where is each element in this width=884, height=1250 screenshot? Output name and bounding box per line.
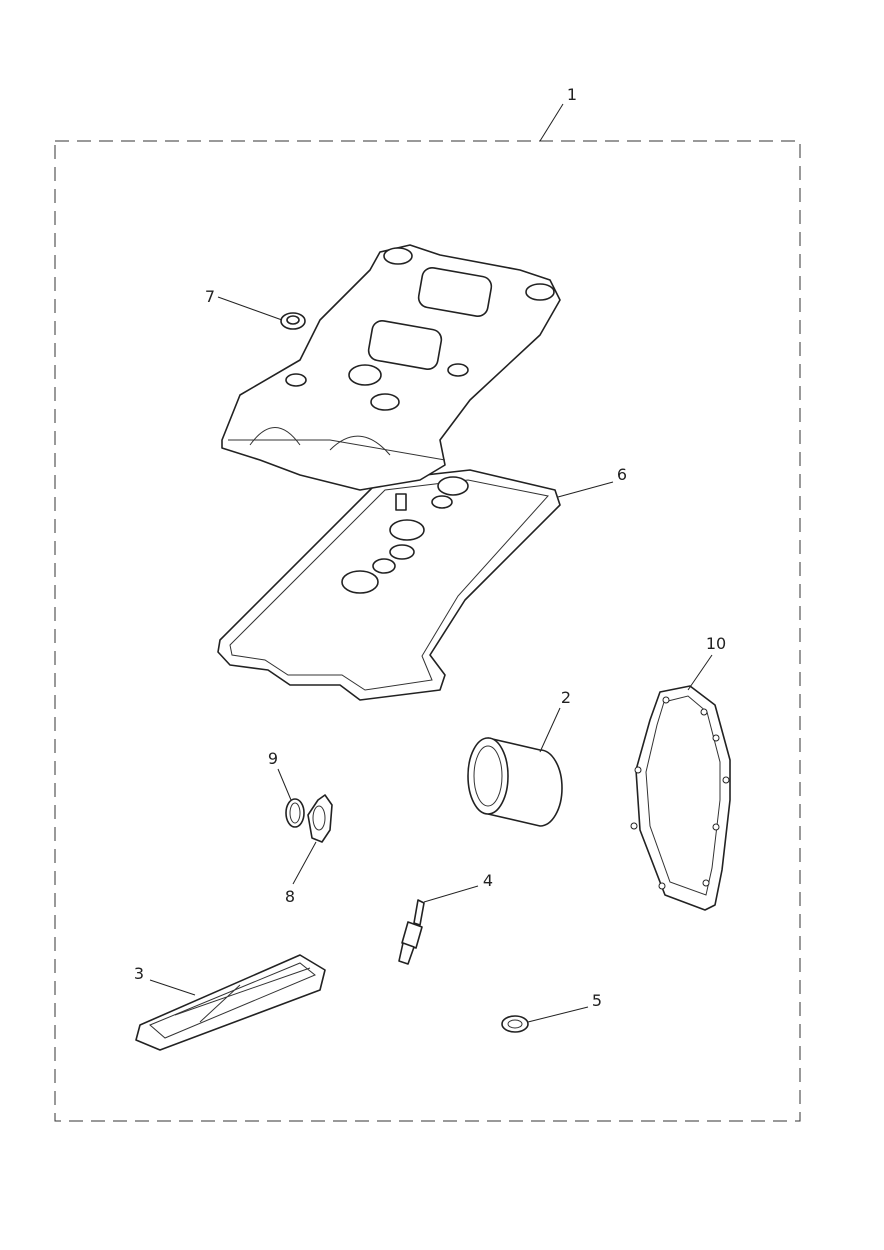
kit-boundary: [54, 140, 801, 1122]
leader-lines: [149, 103, 713, 1023]
callout-5: 5: [592, 991, 602, 1010]
callout-2: 2: [561, 688, 571, 707]
o-ring-part-9[interactable]: [285, 798, 305, 828]
oil-filter[interactable]: [467, 737, 563, 827]
callout-1: 1: [567, 85, 577, 104]
spark-plug[interactable]: [398, 899, 425, 965]
air-filter[interactable]: [135, 954, 326, 1051]
callout-10: 10: [706, 634, 726, 653]
callout-3: 3: [134, 964, 144, 983]
cam-cover-gasket[interactable]: [217, 469, 561, 701]
callout-9: 9: [268, 749, 278, 768]
callout-6: 6: [617, 465, 627, 484]
clutch-cover-gasket[interactable]: [630, 685, 731, 911]
sump-plug-washer[interactable]: [501, 1015, 529, 1033]
callout-7: 7: [205, 287, 215, 306]
callout-4: 4: [483, 871, 493, 890]
cam-cover: [221, 244, 561, 491]
gasket-part-8[interactable]: [307, 794, 333, 843]
seal-part-7[interactable]: [280, 312, 306, 330]
callout-8: 8: [285, 887, 295, 906]
